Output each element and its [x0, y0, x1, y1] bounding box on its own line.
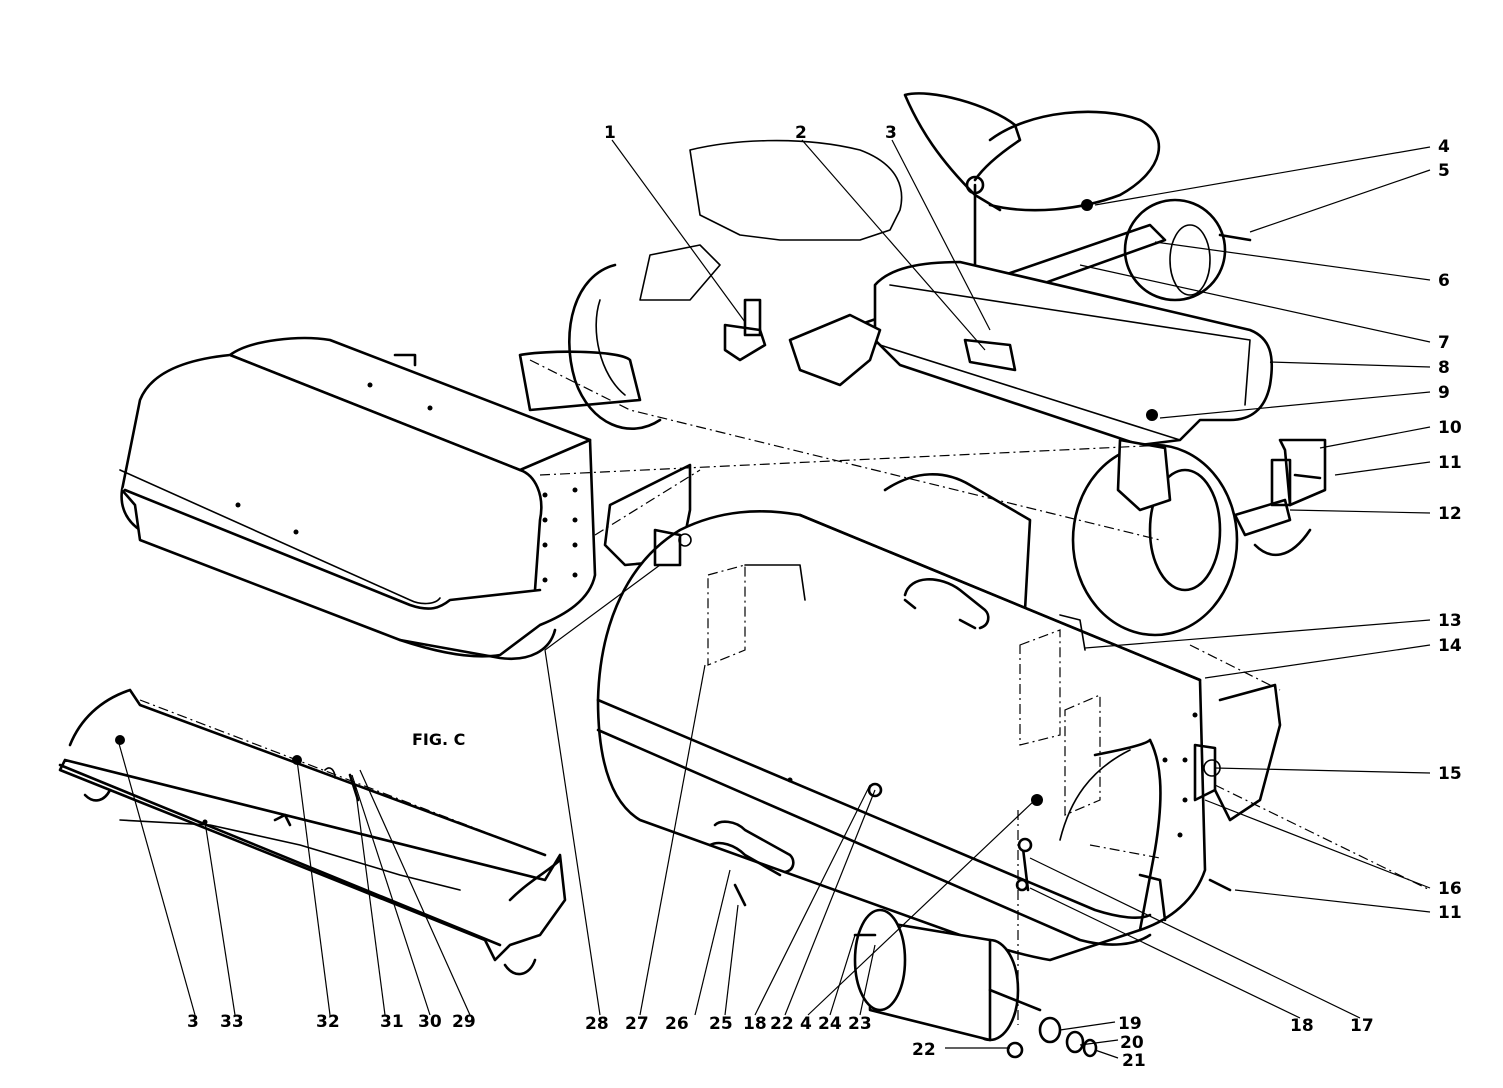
catcher-bag-left [119, 336, 597, 661]
callout-18-center: 18 [743, 1014, 767, 1034]
tractor-illustration [568, 92, 1327, 637]
callout-26: 26 [665, 1014, 689, 1034]
callout-18-right: 18 [1290, 1016, 1314, 1036]
callout-5: 5 [1438, 161, 1450, 181]
callout-10: 10 [1438, 418, 1462, 438]
callout-8: 8 [1438, 358, 1450, 378]
callout-11-top: 11 [1438, 453, 1462, 473]
callout-4: 4 [1438, 137, 1450, 157]
callout-21: 21 [1122, 1051, 1146, 1071]
callout-31: 31 [380, 1012, 404, 1032]
callout-12: 12 [1438, 504, 1462, 524]
callout-27: 27 [625, 1014, 649, 1034]
callout-13: 13 [1438, 611, 1462, 631]
callout-labels: FIG. C 1 2 3 4 5 6 7 8 9 10 11 12 13 14 … [187, 123, 1462, 1071]
callout-9: 9 [1438, 383, 1450, 403]
callout-4-bottom: 4 [800, 1014, 812, 1034]
leader-lines [117, 139, 1431, 1059]
catcher-box-main [596, 510, 1282, 962]
callout-28: 28 [585, 1014, 609, 1034]
callout-7: 7 [1438, 333, 1450, 353]
callout-25: 25 [709, 1014, 733, 1034]
callout-14: 14 [1438, 636, 1462, 656]
callout-6: 6 [1438, 271, 1450, 291]
callout-32: 32 [316, 1012, 340, 1032]
callout-3-bottom: 3 [187, 1012, 199, 1032]
callout-17: 17 [1350, 1016, 1374, 1036]
callout-33: 33 [220, 1012, 244, 1032]
callout-22-bottom: 22 [912, 1040, 936, 1060]
callout-16: 16 [1438, 879, 1462, 899]
fig-c-assembly [58, 688, 567, 976]
callout-24: 24 [818, 1014, 842, 1034]
hardware [733, 199, 1322, 907]
figure-title: FIG. C [412, 730, 465, 749]
callout-15: 15 [1438, 764, 1462, 784]
callout-3: 3 [885, 123, 897, 143]
callout-22-center: 22 [770, 1014, 794, 1034]
callout-30: 30 [418, 1012, 442, 1032]
callout-19: 19 [1118, 1014, 1142, 1034]
callout-11-bottom: 11 [1438, 903, 1462, 923]
roller-assembly [853, 908, 1098, 1059]
callout-1: 1 [604, 123, 616, 143]
callout-29: 29 [452, 1012, 476, 1032]
callout-2: 2 [795, 123, 807, 143]
alignment-lines [139, 359, 1431, 1025]
handle-part [708, 820, 795, 877]
callout-23: 23 [848, 1014, 872, 1034]
callout-20: 20 [1120, 1033, 1144, 1053]
